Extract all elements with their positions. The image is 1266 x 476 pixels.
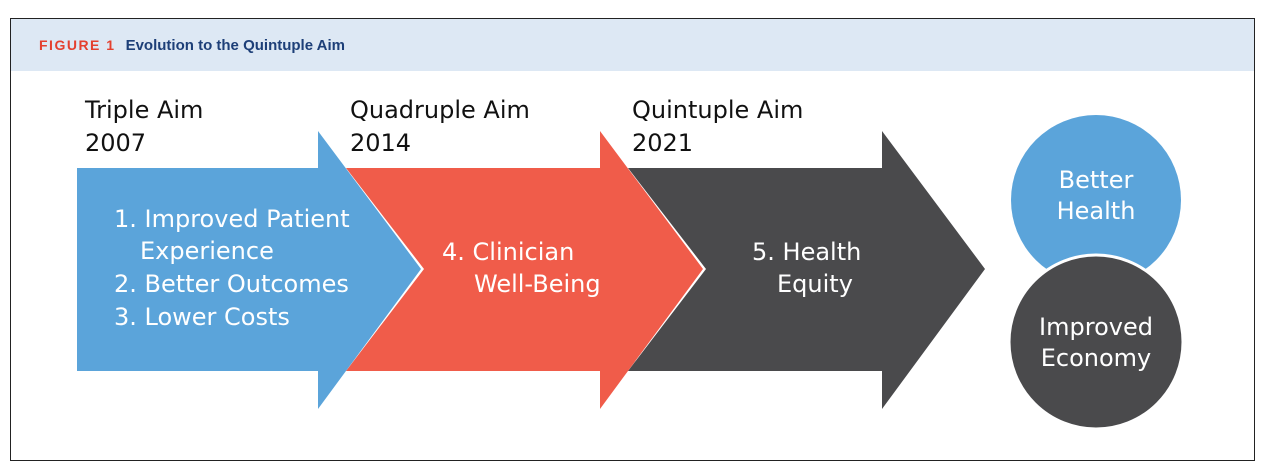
figure-label: FIGURE 1	[39, 37, 116, 53]
triple-aim-year: 2007	[85, 129, 146, 157]
better-health-line-1: Better	[1059, 166, 1134, 194]
triple-aim-arrow	[77, 131, 421, 409]
figure-header: FIGURE 1 Evolution to the Quintuple Aim	[11, 19, 1254, 71]
triple-aim-item-2: 2. Better Outcomes	[114, 270, 349, 298]
quadruple-aim-year: 2014	[350, 129, 411, 157]
quadruple-aim-arrow	[346, 131, 703, 409]
triple-aim-item-1: 1. Improved Patient	[114, 205, 350, 233]
improved-economy-line-2: Economy	[1041, 344, 1152, 372]
quintuple-aim-name: Quintuple Aim	[632, 96, 803, 124]
better-health-line-2: Health	[1057, 197, 1136, 225]
quadruple-aim-name: Quadruple Aim	[350, 96, 530, 124]
triple-aim-item-1-cont: Experience	[140, 237, 274, 265]
figure-title: Evolution to the Quintuple Aim	[125, 36, 346, 54]
triple-aim-name: Triple Aim	[84, 96, 203, 124]
improved-economy-circle	[1007, 253, 1185, 431]
quadruple-aim-item-4: 4. Clinician	[442, 238, 574, 266]
quintuple-aim-arrow	[628, 131, 985, 409]
triple-aim-item-3: 3. Lower Costs	[114, 303, 290, 331]
quintuple-aim-item-5: 5. Health	[752, 238, 861, 266]
quintuple-aim-item-5-cont: Equity	[777, 270, 853, 298]
improved-economy-line-1: Improved	[1039, 313, 1153, 341]
quintuple-aim-year: 2021	[632, 129, 693, 157]
better-health-circle	[1011, 115, 1181, 285]
quadruple-aim-item-4-cont: Well-Being	[474, 270, 601, 298]
